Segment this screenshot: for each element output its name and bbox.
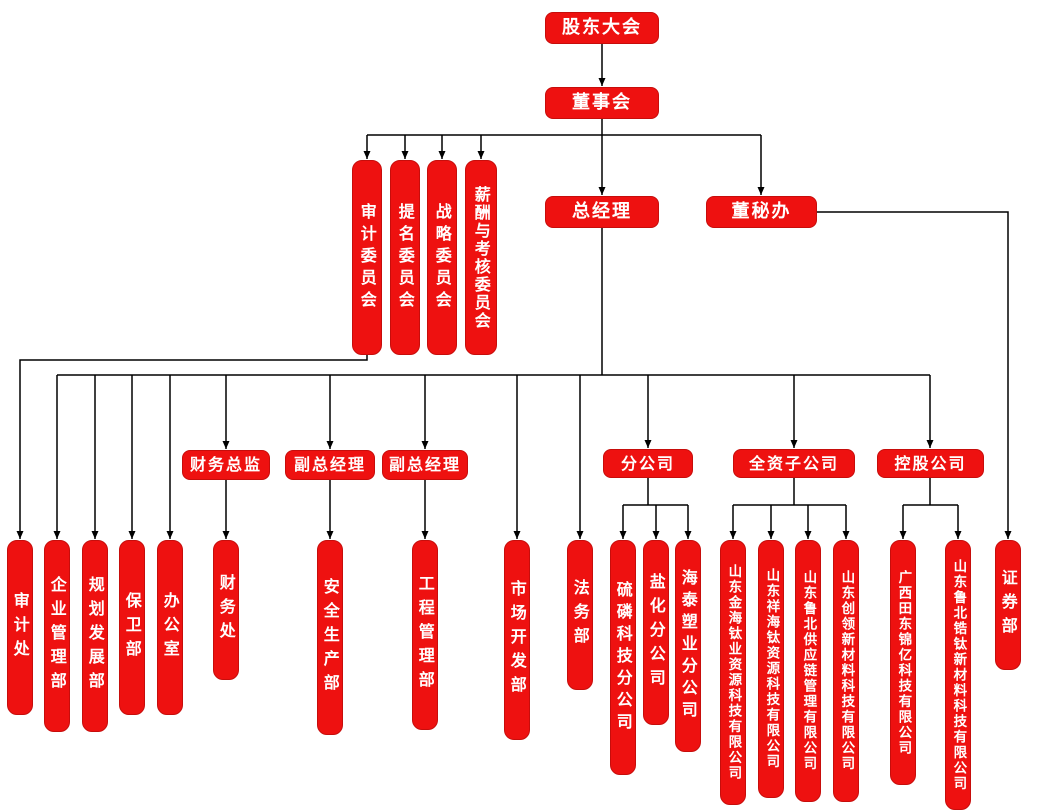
- node-general-office: 办公室: [157, 540, 183, 715]
- node-remuneration-committee: 薪酬与考核委员会: [465, 160, 497, 355]
- node-board-of-directors: 董事会: [545, 87, 659, 119]
- node-enterprise-management: 企业管理部: [44, 540, 70, 732]
- node-planning-development: 规划发展部: [82, 540, 108, 732]
- node-deputy-gm-1: 副总经理: [285, 450, 375, 480]
- node-nomination-committee: 提名委员会: [390, 160, 420, 355]
- node-chuangling-materials: 山东创领新材料科技有限公司: [833, 540, 859, 802]
- node-holding-group: 控股公司: [877, 449, 984, 478]
- node-guangxi-jinyi: 广西田东锦亿科技有限公司: [890, 540, 916, 785]
- node-xianghai-titanium: 山东祥海钛资源科技有限公司: [758, 540, 784, 798]
- node-branch-group: 分公司: [603, 449, 693, 478]
- node-wholly-owned-group: 全资子公司: [733, 449, 855, 478]
- node-legal-department: 法务部: [567, 540, 593, 690]
- node-salt-chemical-branch: 盐化分公司: [643, 540, 669, 725]
- node-security-department: 保卫部: [119, 540, 145, 715]
- node-shareholders-meeting: 股东大会: [545, 12, 659, 44]
- node-audit-office: 审计处: [7, 540, 33, 715]
- node-audit-committee: 审计委员会: [352, 160, 382, 355]
- node-market-development: 市场开发部: [504, 540, 530, 740]
- node-sulfur-phosphorus-branch: 硫磷科技分公司: [610, 540, 636, 775]
- node-strategy-committee: 战略委员会: [427, 160, 457, 355]
- node-general-manager: 总经理: [545, 196, 659, 228]
- node-engineering-management: 工程管理部: [412, 540, 438, 730]
- node-lubei-zirconium-titanium: 山东鲁北锆钛新材料科技有限公司: [945, 540, 971, 810]
- node-cfo: 财务总监: [182, 450, 270, 480]
- node-finance-office: 财务处: [213, 540, 239, 680]
- node-securities-department: 证券部: [995, 540, 1021, 670]
- node-board-secretary-office: 董秘办: [706, 196, 817, 228]
- node-jinhai-titanium: 山东金海钛业资源科技有限公司: [720, 540, 746, 805]
- node-safety-production: 安全生产部: [317, 540, 343, 735]
- node-haitai-plastics-branch: 海泰塑业分公司: [675, 540, 701, 752]
- node-deputy-gm-2: 副总经理: [382, 450, 468, 480]
- node-lubei-supply-chain: 山东鲁北供应链管理有限公司: [795, 540, 821, 802]
